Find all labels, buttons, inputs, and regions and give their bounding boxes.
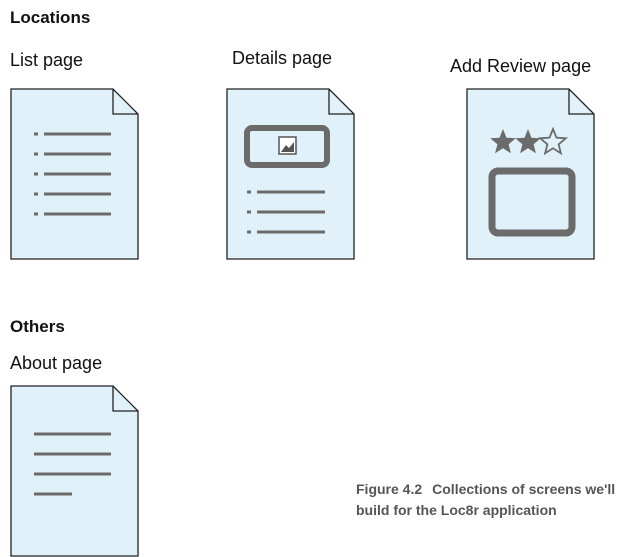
caption-line-2: build for the Loc8r application <box>356 502 557 518</box>
about-page-label: About page <box>10 353 103 373</box>
image-frame-icon <box>244 125 330 168</box>
star-rating-icon <box>490 126 569 156</box>
list-document-icon <box>10 88 139 260</box>
review-document-icon <box>466 88 595 260</box>
locations-heading: Locations <box>10 8 91 27</box>
list-page-label: List page <box>10 50 84 70</box>
image-placeholder-icon <box>278 136 297 155</box>
others-heading: Others <box>10 317 65 336</box>
details-page-label: Details page <box>232 48 333 68</box>
text-document-icon <box>10 385 139 557</box>
review-box-icon <box>488 167 576 237</box>
details-document-icon <box>226 88 355 260</box>
add-review-page-label: Add Review page <box>450 56 592 76</box>
figure-caption: Figure 4.2 Collections of screens we'll b… <box>356 479 617 529</box>
caption-text-1: Collections of screens we'll be building <box>432 481 617 497</box>
figure-number: Figure 4.2 <box>356 481 423 497</box>
caption-line-1: Figure 4.2 Collections of screens we'll b… <box>356 479 617 500</box>
